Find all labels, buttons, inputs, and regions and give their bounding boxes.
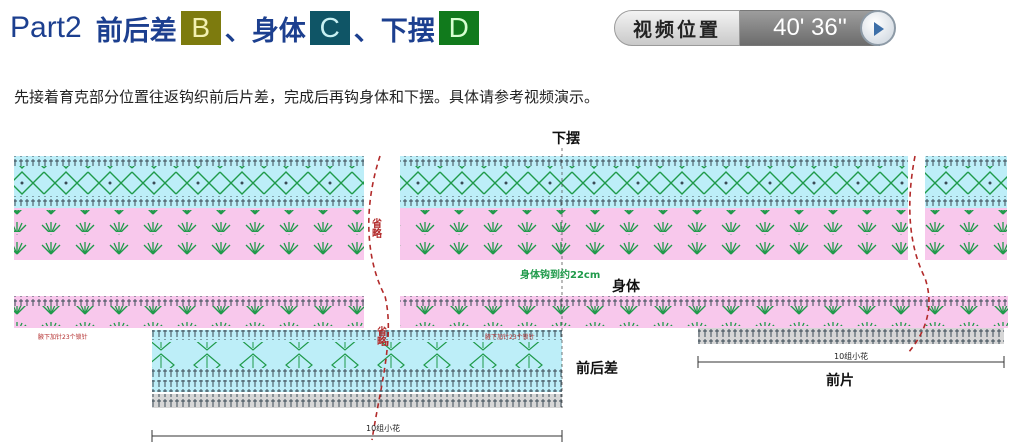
hem-label: 下摆 — [552, 130, 580, 147]
front-back-diff-section — [151, 330, 563, 442]
body-length-note: 身体钩到约22cm — [520, 268, 600, 281]
body-section — [14, 296, 1008, 328]
title-segment-front-back-diff: 前后差 — [95, 15, 177, 47]
omit-label-bottom: 省略 — [375, 325, 388, 347]
badge-d: D — [438, 11, 479, 45]
hem-section — [14, 156, 1007, 260]
front-piece-label: 前片 — [826, 372, 854, 389]
play-icon — [874, 22, 884, 36]
center-note: 腋下加针23个锁针 — [485, 333, 535, 341]
omit-dashed-line-right — [907, 155, 930, 354]
front-back-diff-label: 前后差 — [576, 360, 618, 377]
title-segment-body: 、身体 — [224, 15, 306, 47]
front-piece-section — [697, 328, 1005, 368]
flowers-label-left: 10组小花 — [366, 423, 400, 433]
omit-dashed-line-left — [368, 155, 390, 441]
crochet-chart-graphic: 下摆 身体 前后差 前片 身体钩到约22cm 10组小花 10组小花 腋下加针2… — [14, 130, 1008, 442]
video-position-label: 视频位置 — [614, 10, 740, 46]
body-label: 身体 — [612, 278, 641, 295]
badge-c: C — [309, 11, 350, 45]
page-header: Part2 前后差 B 、身体 C 、下摆 D — [10, 4, 483, 52]
left-note: 腋下加针23个锁针 — [38, 333, 88, 341]
play-button[interactable] — [860, 10, 896, 46]
crochet-chart: 下摆 身体 前后差 前片 身体钩到约22cm 10组小花 10组小花 腋下加针2… — [0, 118, 1024, 443]
badge-b: B — [180, 11, 221, 45]
omit-label-top: 省略 — [370, 217, 383, 239]
instruction-text: 先接着育克部分位置往返钩织前后片差，完成后再钩身体和下摆。具体请参考视频演示。 — [14, 88, 600, 106]
video-timestamp: 40' 36'' — [740, 10, 880, 46]
flowers-label-right: 10组小花 — [834, 351, 868, 361]
video-position-control[interactable]: 视频位置 40' 36'' — [614, 10, 896, 46]
part-title: Part2 — [10, 11, 82, 44]
title-segment-hem: 、下摆 — [353, 15, 435, 47]
